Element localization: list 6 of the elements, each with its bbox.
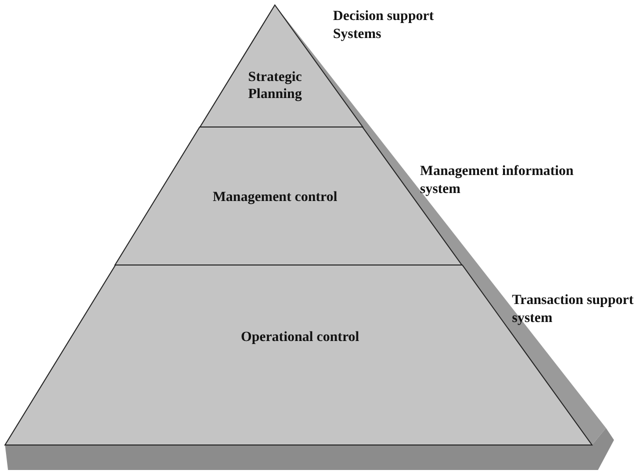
system-type-label: Decision support Systems bbox=[333, 8, 435, 43]
level-title: Management control bbox=[212, 190, 338, 207]
level-title: Strategic Planning bbox=[247, 70, 303, 104]
level-title: Operational control bbox=[240, 330, 360, 347]
system-type-label: Management information system bbox=[420, 163, 575, 198]
system-type-label: Transaction support system bbox=[512, 292, 634, 327]
